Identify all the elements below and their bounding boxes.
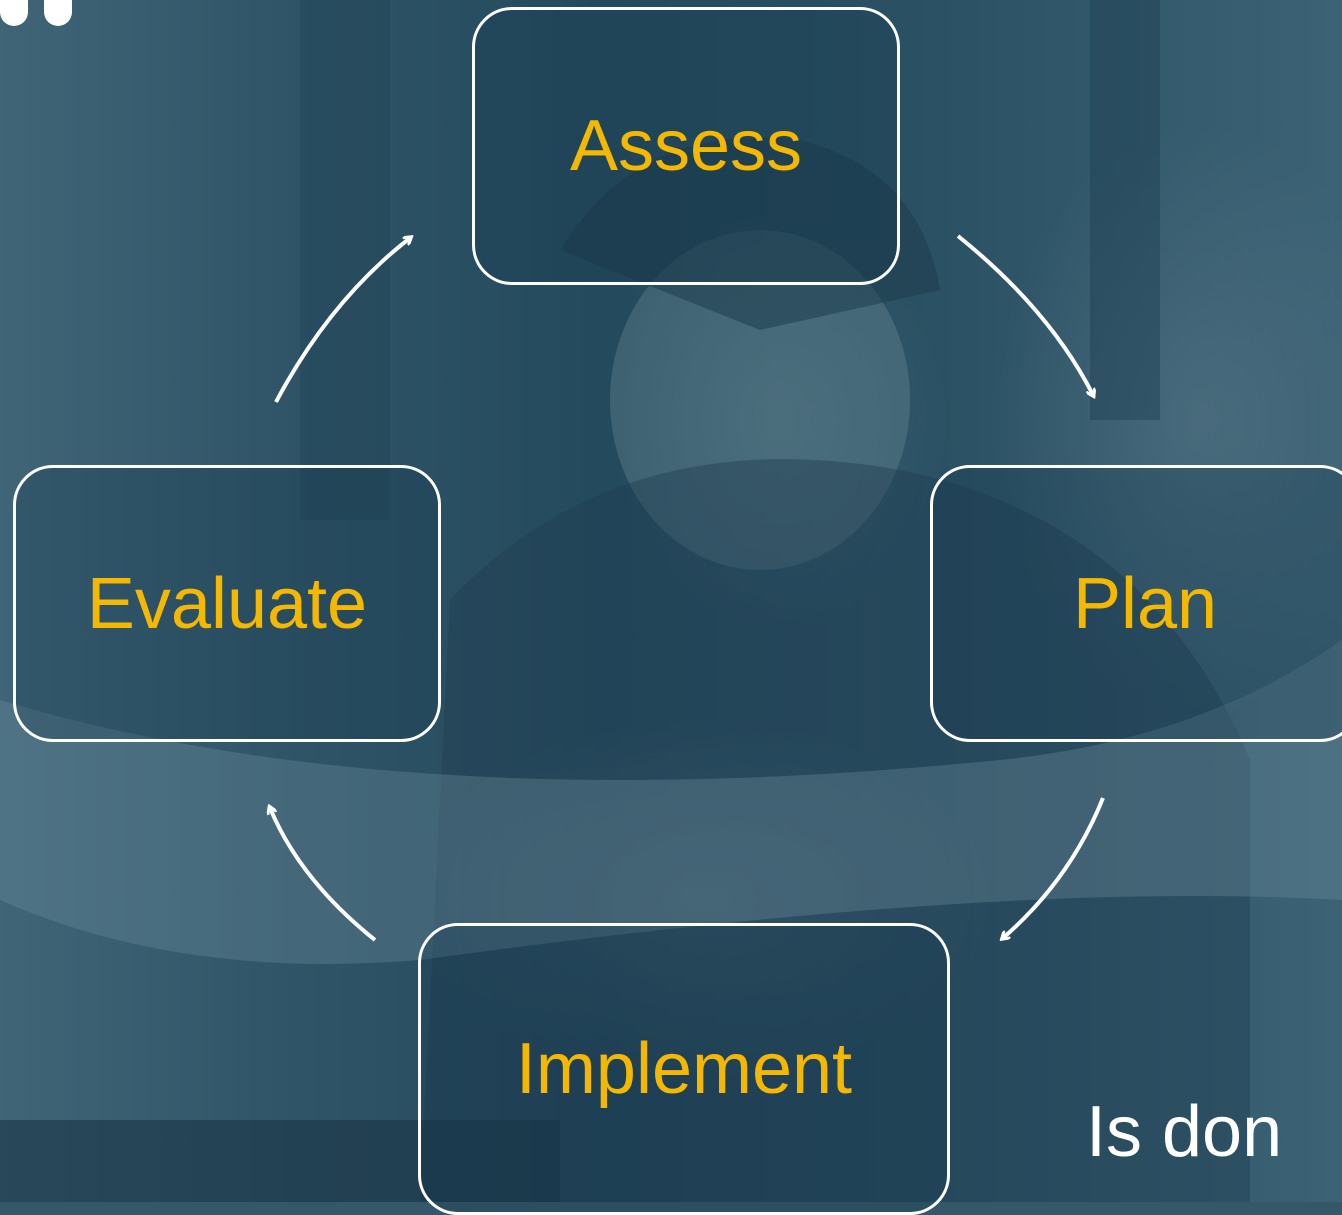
arrow-implement-to-evaluate [270,808,377,942]
step-implement: Implement [418,923,950,1215]
caption-text: Is don [1086,1092,1283,1172]
step-evaluate: Evaluate [13,465,441,742]
arrow-assess-to-plan [956,234,1093,395]
arrow-evaluate-to-assess [274,238,410,403]
window-frame-left [300,0,390,520]
step-implement-label: Implement [515,1029,853,1109]
step-assess: Assess [472,7,900,285]
person-cap [560,137,940,330]
window-frame-right [1090,0,1160,420]
table [0,1120,560,1202]
step-evaluate-label: Evaluate [86,563,368,644]
step-plan-label: Plan [1072,563,1218,644]
step-assess-label: Assess [569,106,803,186]
person-head [610,230,910,570]
arm [0,640,1342,964]
step-plan: Plan [930,465,1342,742]
person-body [420,459,1250,1202]
arrow-plan-to-implement [1003,797,1105,938]
title-fragment [0,0,130,26]
